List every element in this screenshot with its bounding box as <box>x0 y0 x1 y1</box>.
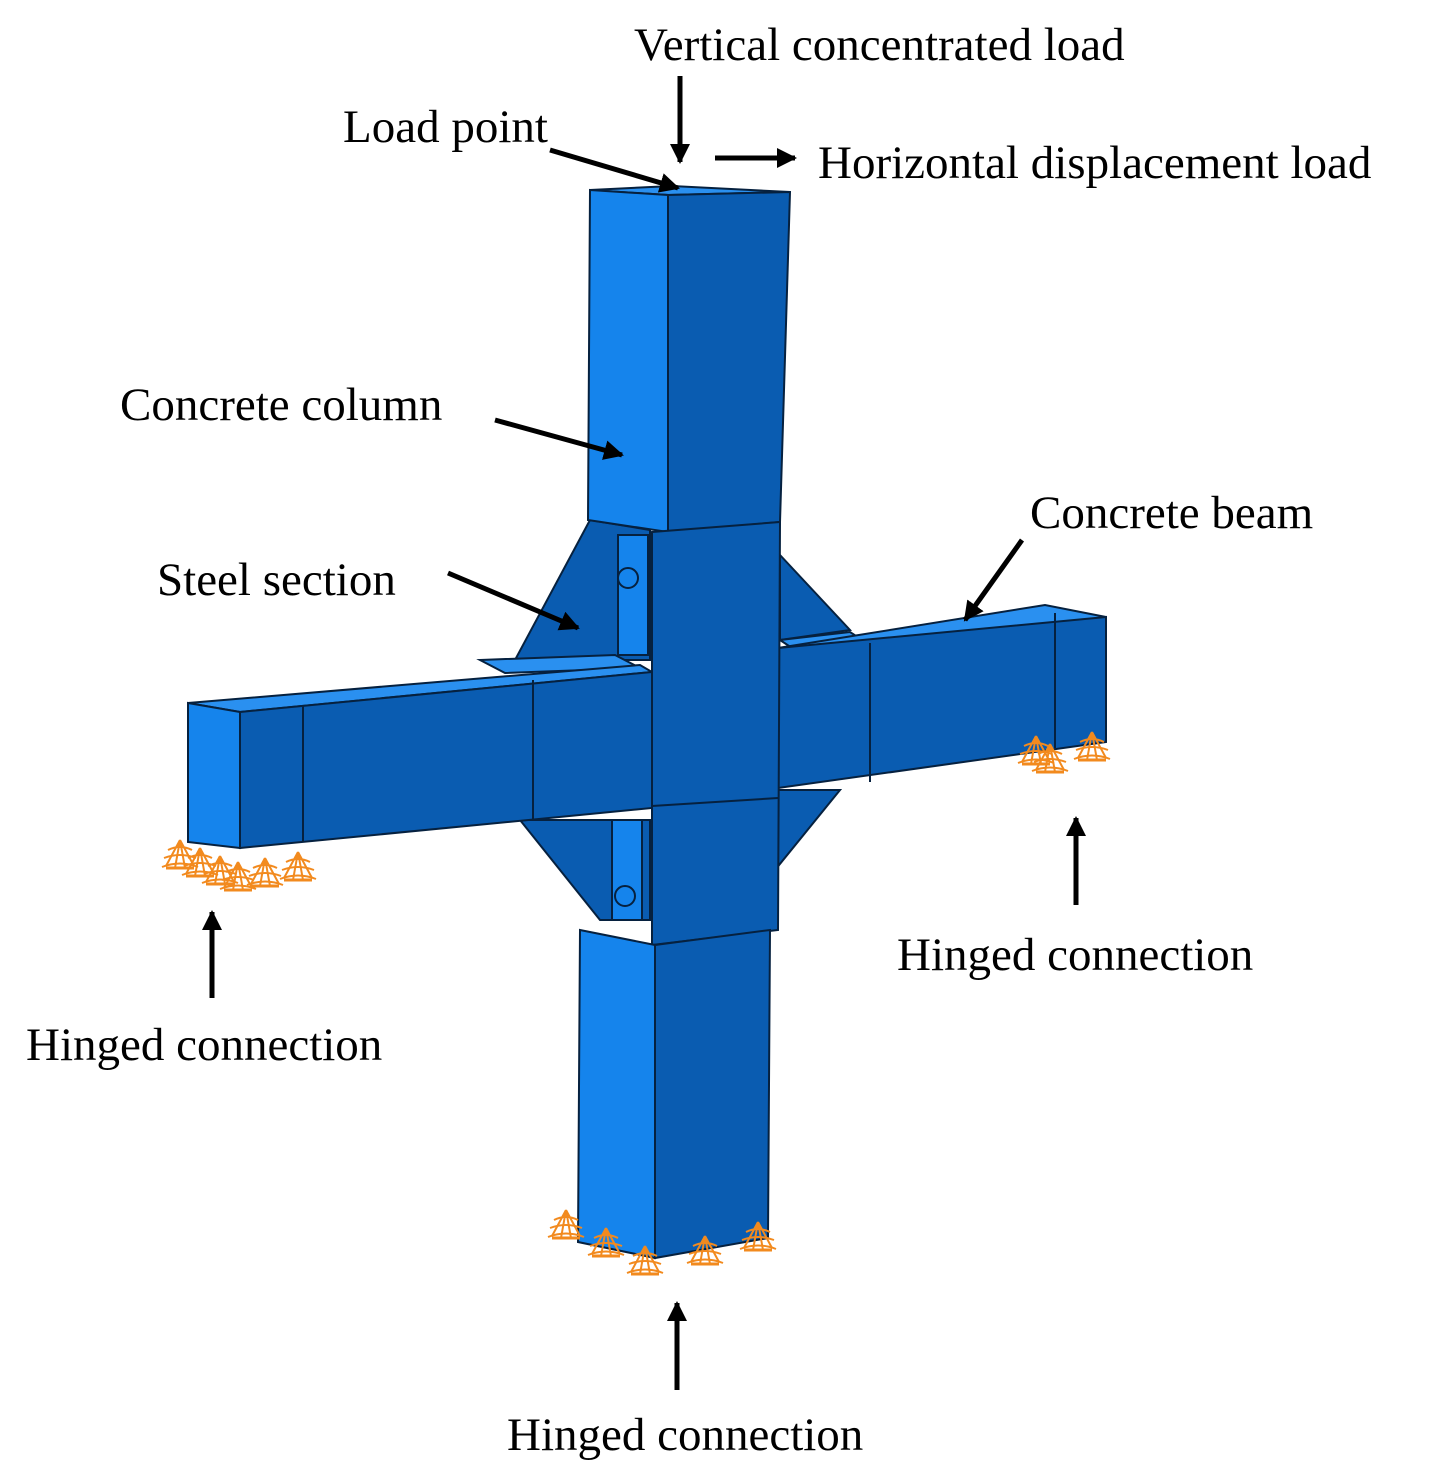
steel-flange-upper <box>617 534 649 656</box>
column-upper-right-face <box>667 190 792 534</box>
steel-section <box>476 518 873 921</box>
steel-section-arrow <box>447 570 580 631</box>
load-point-label: Load point <box>343 101 548 153</box>
vertical-load-label: Vertical concentrated load <box>634 19 1125 71</box>
hinge-left-label: Hinged connection <box>26 1019 383 1071</box>
concrete-beam-arrow <box>962 538 1025 622</box>
concrete-column <box>576 184 792 1260</box>
steel-haunch-upper-right <box>779 552 853 642</box>
concrete-column-label: Concrete column <box>120 379 443 431</box>
bolt <box>614 885 636 907</box>
column-joint-face <box>651 520 782 947</box>
hinge-bottom-label: Hinged connection <box>507 1409 864 1461</box>
column-lower-left-face <box>576 928 656 1260</box>
column-lower-right-face <box>654 928 772 1260</box>
steel-haunch-lower-right <box>774 789 843 873</box>
concrete-beam-label: Concrete beam <box>1030 487 1314 539</box>
steel-section-label: Steel section <box>157 554 396 606</box>
hinge-right-label: Hinged connection <box>897 929 1254 981</box>
concrete-column-arrow <box>494 417 624 460</box>
column-upper-left-face <box>586 188 669 534</box>
horizontal-load-label: Horizontal displacement load <box>818 137 1372 189</box>
load-point-arrow <box>549 147 680 193</box>
bolt <box>617 567 639 589</box>
